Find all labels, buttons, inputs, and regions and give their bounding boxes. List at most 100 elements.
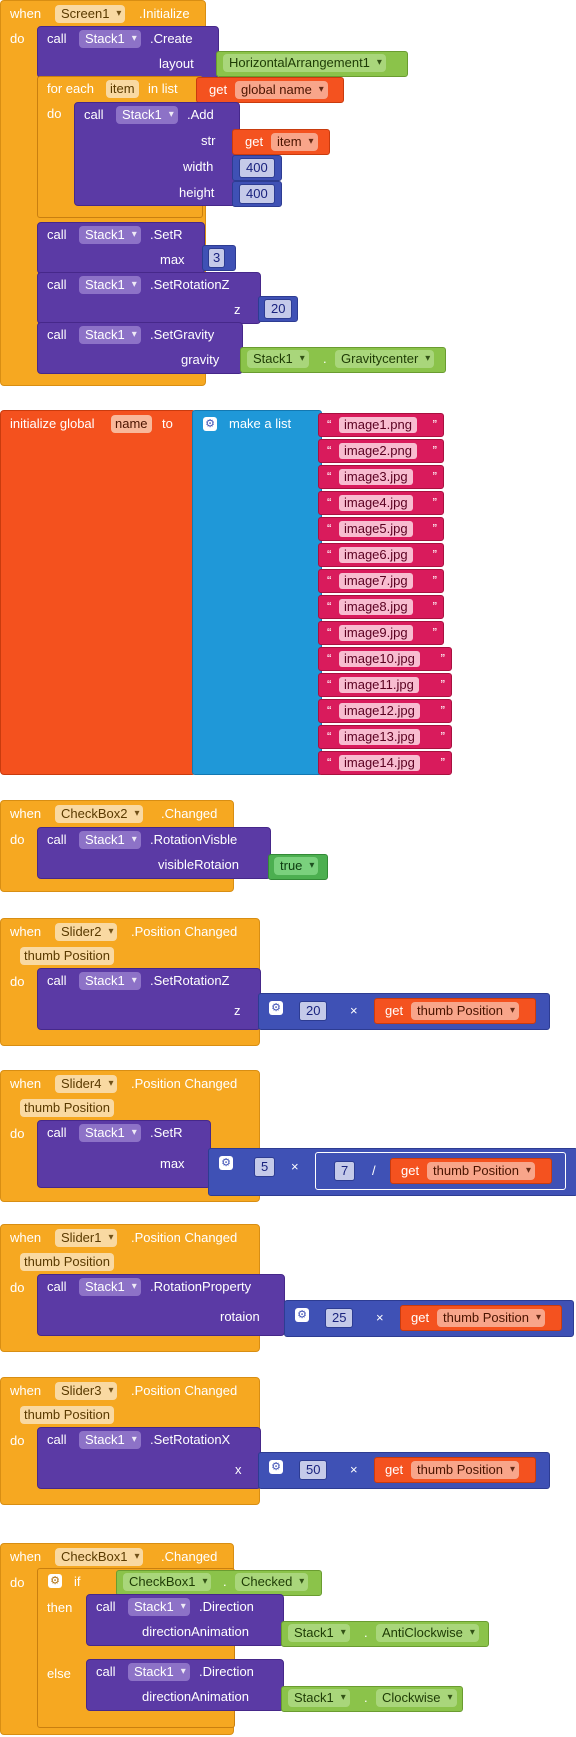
number-block-max[interactable]: 3	[202, 245, 236, 271]
mutator-gear-icon[interactable]: ⚙	[48, 1574, 62, 1588]
call-stack1-setrotationz[interactable]: call Stack1 .SetRotationZ z	[37, 272, 261, 324]
mutator-gear-icon[interactable]: ⚙	[269, 1460, 283, 1474]
mutator-gear-icon[interactable]: ⚙	[219, 1156, 233, 1170]
make-a-list-block[interactable]: ⚙ make a list	[192, 410, 322, 775]
text-string-block[interactable]: “image11.jpg”	[318, 673, 452, 697]
component-dropdown[interactable]: Stack1	[116, 106, 178, 124]
get-thumb-position[interactable]: get thumb Position	[390, 1158, 552, 1184]
boolean-dropdown[interactable]: true	[274, 857, 319, 875]
string-value[interactable]: image13.jpg	[339, 729, 420, 745]
call-stack1-direction-then[interactable]: call Stack1 .Direction directionAnimatio…	[86, 1594, 284, 1646]
component-dropdown[interactable]: Screen1	[55, 5, 126, 23]
component-dropdown[interactable]: Slider1	[55, 1229, 118, 1247]
string-value[interactable]: image4.jpg	[339, 495, 413, 511]
variable-dropdown[interactable]: thumb Position	[411, 1002, 519, 1020]
variable-dropdown[interactable]: item	[271, 133, 318, 151]
initialize-global-name[interactable]: initialize global name to	[0, 410, 196, 775]
event-param[interactable]: thumb Position	[20, 947, 114, 965]
get-thumb-position[interactable]: get thumb Position	[374, 1457, 536, 1483]
number-value[interactable]: 400	[239, 158, 275, 178]
number-value[interactable]: 50	[299, 1460, 328, 1480]
number-block-height[interactable]: 400	[232, 181, 282, 207]
call-stack1-direction-else[interactable]: call Stack1 .Direction directionAnimatio…	[86, 1659, 284, 1711]
component-property-anticlockwise[interactable]: Stack1 . AntiClockwise	[281, 1621, 489, 1647]
text-string-block[interactable]: “image13.jpg”	[318, 725, 452, 749]
variable-dropdown[interactable]: global name	[235, 81, 328, 99]
call-stack1-setr[interactable]: call Stack1 .SetR max	[37, 1120, 211, 1188]
number-value[interactable]: 400	[239, 184, 275, 204]
string-value[interactable]: image7.jpg	[339, 573, 413, 589]
string-value[interactable]: image6.jpg	[339, 547, 413, 563]
number-value[interactable]: 20	[299, 1001, 328, 1021]
component-property-checked[interactable]: CheckBox1 . Checked	[116, 1570, 322, 1596]
string-value[interactable]: image12.jpg	[339, 703, 420, 719]
get-item[interactable]: get item	[232, 129, 330, 155]
component-dropdown[interactable]: Stack1	[79, 1431, 141, 1449]
event-param[interactable]: thumb Position	[20, 1099, 114, 1117]
global-variable-name[interactable]: name	[111, 415, 152, 433]
component-dropdown[interactable]: Stack1	[128, 1598, 190, 1616]
get-global-name[interactable]: get global name	[196, 77, 344, 103]
number-block-width[interactable]: 400	[232, 155, 282, 181]
string-value[interactable]: image3.jpg	[339, 469, 413, 485]
component-dropdown[interactable]: HorizontalArrangement1	[223, 54, 386, 72]
component-dropdown[interactable]: Stack1	[79, 276, 141, 294]
component-property-gravitycenter[interactable]: Stack1 . Gravitycenter	[240, 347, 446, 373]
string-value[interactable]: image14.jpg	[339, 755, 420, 771]
mutator-gear-icon[interactable]: ⚙	[203, 417, 217, 431]
component-dropdown[interactable]: Stack1	[79, 326, 141, 344]
number-value[interactable]: 20	[264, 299, 293, 319]
text-string-block[interactable]: “image14.jpg”	[318, 751, 452, 775]
string-value[interactable]: image2.png	[339, 443, 417, 459]
call-stack1-setrotationz[interactable]: call Stack1 .SetRotationZ z	[37, 968, 261, 1030]
text-string-block[interactable]: “image10.jpg”	[318, 647, 452, 671]
component-dropdown[interactable]: CheckBox1	[123, 1573, 212, 1591]
event-param[interactable]: thumb Position	[20, 1406, 114, 1424]
component-dropdown[interactable]: Slider2	[55, 923, 118, 941]
property-dropdown[interactable]: Checked	[235, 1573, 309, 1591]
component-dropdown[interactable]: Stack1	[288, 1689, 350, 1707]
text-string-block[interactable]: “image4.jpg”	[318, 491, 444, 515]
text-string-block[interactable]: “image9.jpg”	[318, 621, 444, 645]
call-stack1-add[interactable]: call Stack1 .Add str width height	[74, 102, 240, 206]
get-thumb-position[interactable]: get thumb Position	[374, 998, 536, 1024]
loop-variable[interactable]: item	[106, 80, 139, 98]
text-string-block[interactable]: “image1.png”	[318, 413, 444, 437]
component-dropdown[interactable]: Stack1	[79, 831, 141, 849]
text-string-block[interactable]: “image12.jpg”	[318, 699, 452, 723]
text-string-block[interactable]: “image2.png”	[318, 439, 444, 463]
string-value[interactable]: image10.jpg	[339, 651, 420, 667]
component-dropdown[interactable]: Stack1	[79, 972, 141, 990]
variable-dropdown[interactable]: thumb Position	[437, 1309, 545, 1327]
component-dropdown[interactable]: Stack1	[79, 1278, 141, 1296]
component-dropdown[interactable]: CheckBox1	[55, 1548, 144, 1566]
component-dropdown[interactable]: Slider3	[55, 1382, 118, 1400]
string-value[interactable]: image1.png	[339, 417, 417, 433]
variable-dropdown[interactable]: thumb Position	[427, 1162, 535, 1180]
component-dropdown[interactable]: Stack1	[247, 350, 309, 368]
component-dropdown[interactable]: Stack1	[79, 30, 141, 48]
component-block-horizontalarrangement1[interactable]: HorizontalArrangement1	[216, 51, 408, 77]
string-value[interactable]: image5.jpg	[339, 521, 413, 537]
text-string-block[interactable]: “image7.jpg”	[318, 569, 444, 593]
component-property-clockwise[interactable]: Stack1 . Clockwise	[281, 1686, 463, 1712]
string-value[interactable]: image9.jpg	[339, 625, 413, 641]
text-string-block[interactable]: “image5.jpg”	[318, 517, 444, 541]
call-stack1-rotationproperty[interactable]: call Stack1 .RotationProperty rotaion	[37, 1274, 285, 1336]
constant-dropdown[interactable]: Clockwise	[376, 1689, 457, 1707]
number-value[interactable]: 5	[254, 1157, 276, 1177]
call-stack1-setgravity[interactable]: call Stack1 .SetGravity gravity	[37, 322, 243, 374]
number-value[interactable]: 7	[334, 1161, 356, 1181]
string-value[interactable]: image11.jpg	[339, 677, 419, 693]
boolean-true-block[interactable]: true	[268, 854, 328, 880]
call-stack1-setrotationx[interactable]: call Stack1 .SetRotationX x	[37, 1427, 261, 1489]
number-block-z[interactable]: 20	[258, 296, 298, 322]
constant-dropdown[interactable]: Gravitycenter	[335, 350, 435, 368]
call-stack1-setr[interactable]: call Stack1 .SetR max	[37, 222, 205, 274]
number-value[interactable]: 3	[208, 248, 226, 268]
mutator-gear-icon[interactable]: ⚙	[295, 1308, 309, 1322]
text-string-block[interactable]: “image6.jpg”	[318, 543, 444, 567]
variable-dropdown[interactable]: thumb Position	[411, 1461, 519, 1479]
call-stack1-rotationvisble[interactable]: call Stack1 .RotationVisble visibleRotai…	[37, 827, 271, 879]
text-string-block[interactable]: “image3.jpg”	[318, 465, 444, 489]
